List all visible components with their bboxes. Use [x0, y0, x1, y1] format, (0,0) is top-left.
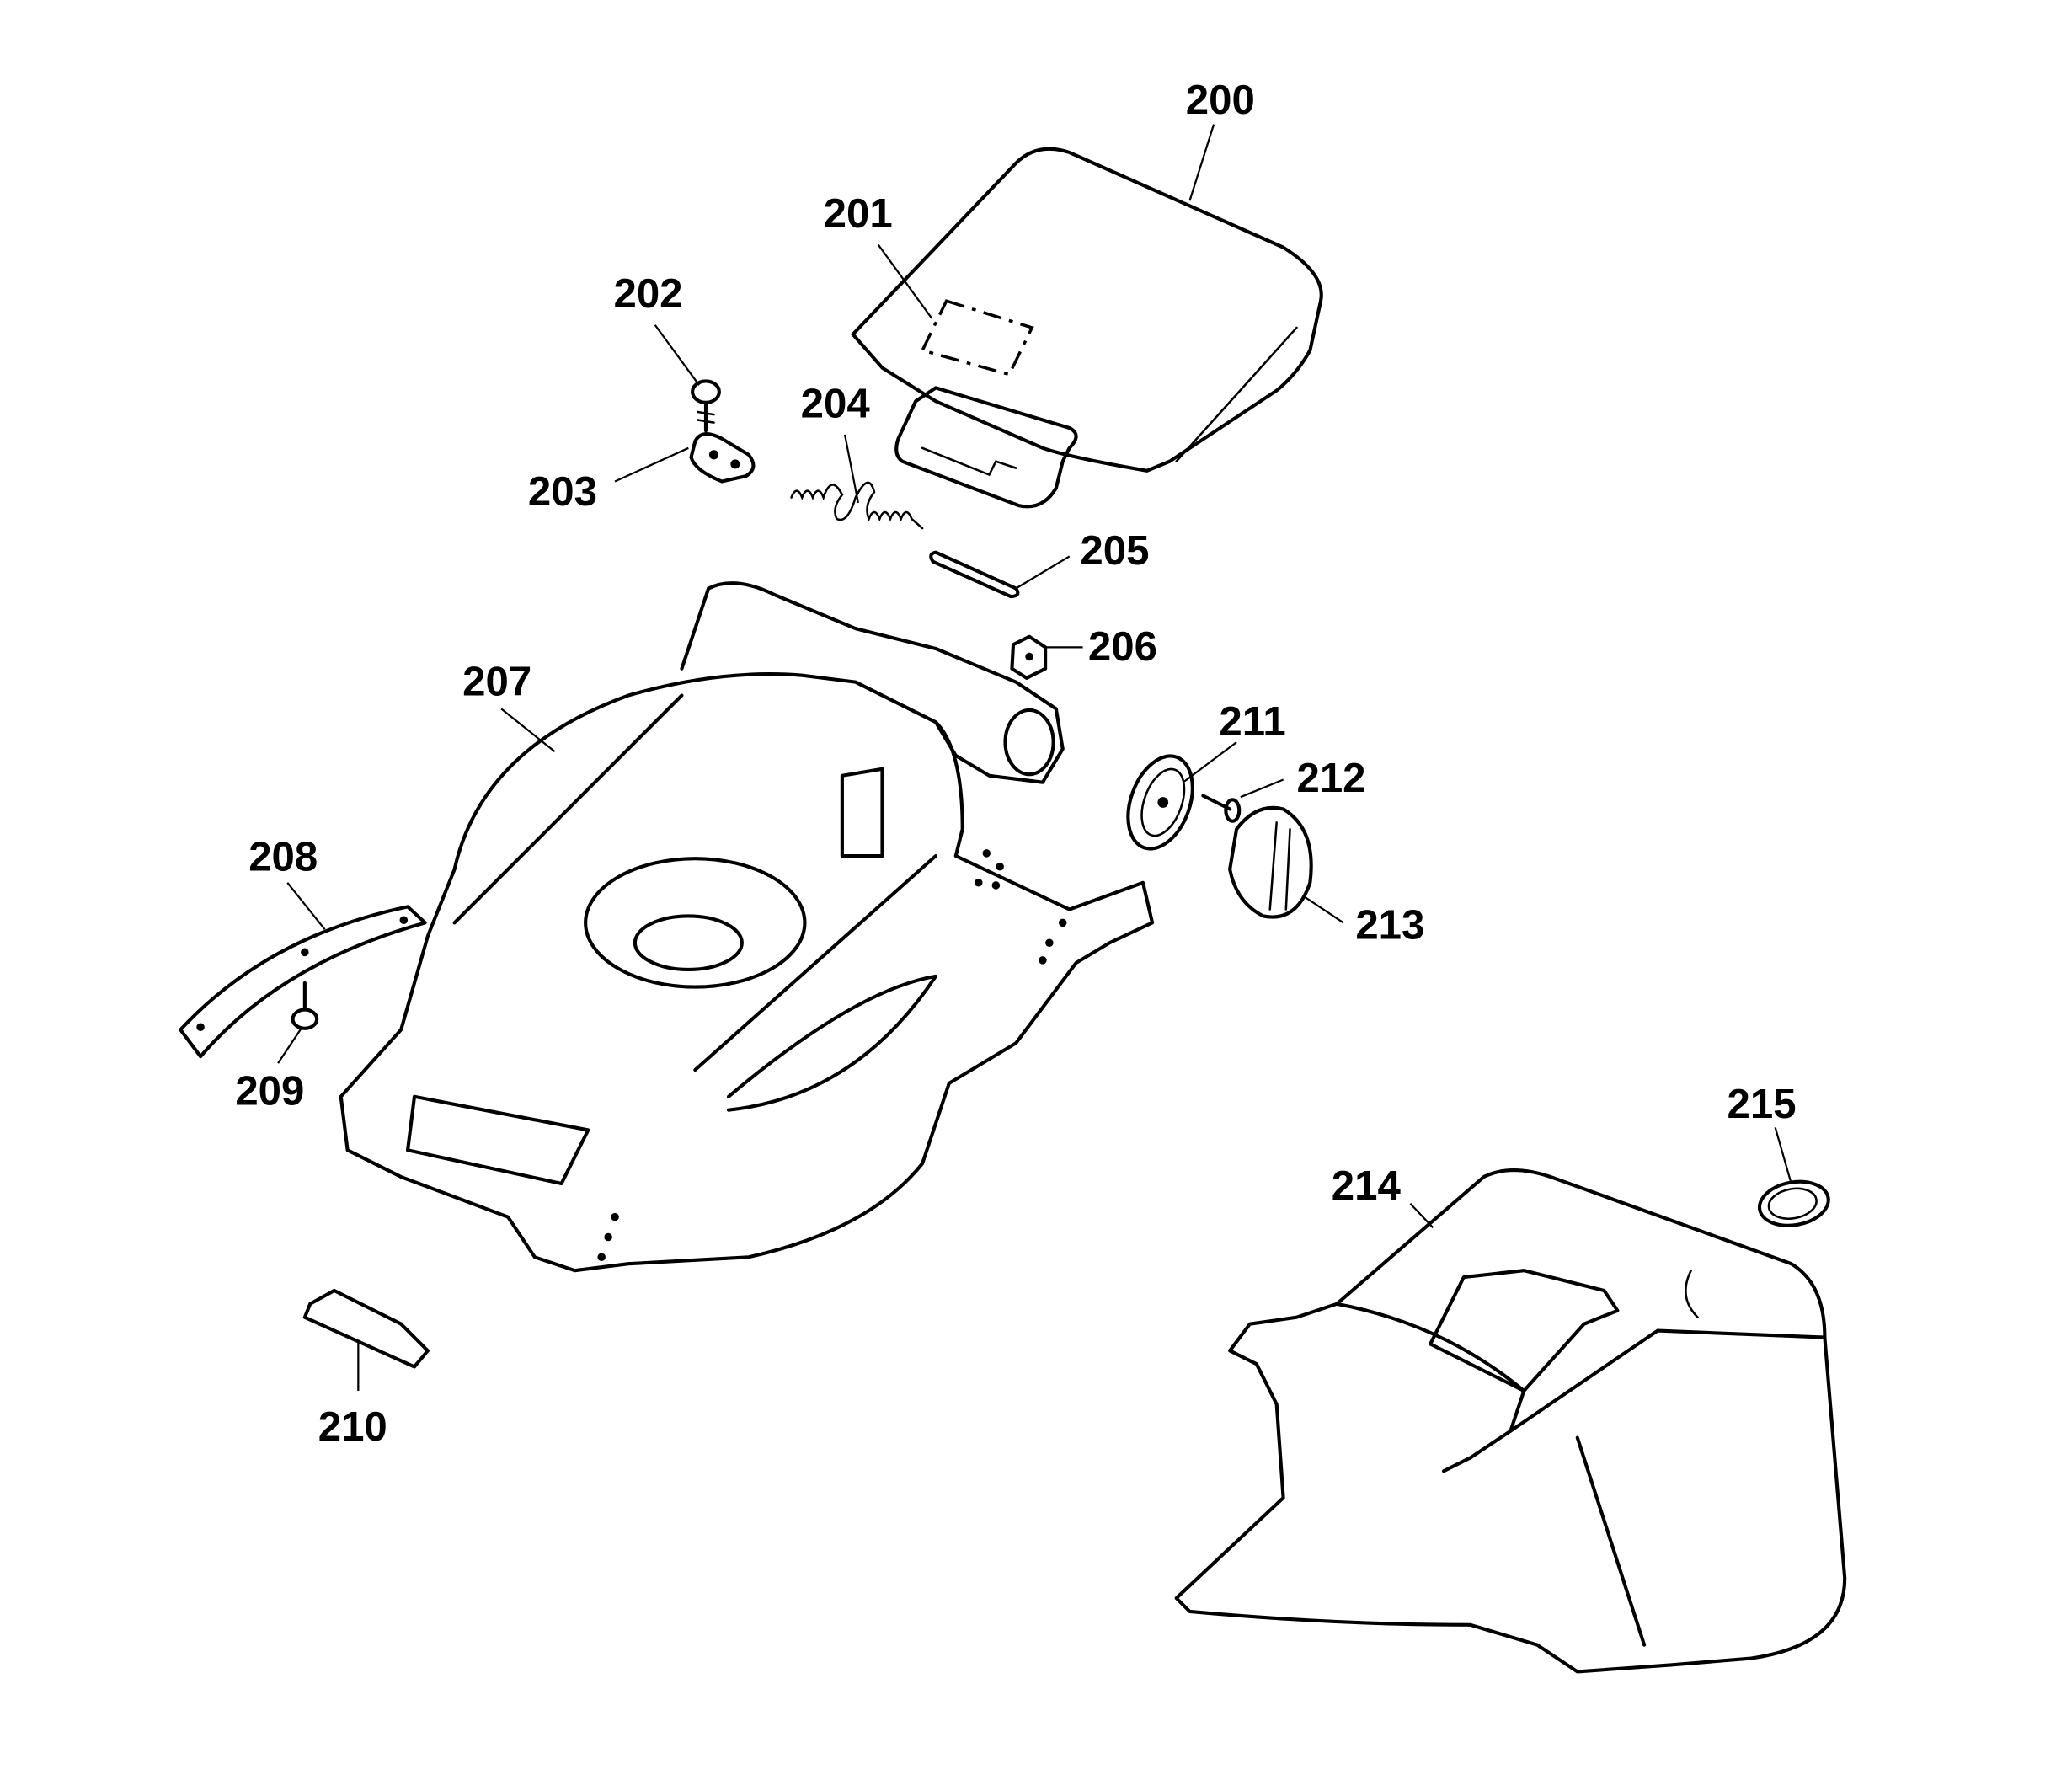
- callout-200: 200: [1186, 77, 1255, 123]
- callout-212: 212: [1296, 755, 1365, 801]
- callout-214: 214: [1332, 1163, 1402, 1209]
- part-203-clip-plate: [689, 432, 756, 484]
- part-207-deck-housing: [339, 581, 1155, 1273]
- part-213-hub-cap: [1228, 805, 1313, 919]
- callout-213: 213: [1355, 901, 1424, 948]
- part-202-screw: [691, 379, 721, 433]
- part-208-strap: [179, 905, 427, 1059]
- callout-215: 215: [1728, 1081, 1797, 1127]
- part-215-cap: [1757, 1179, 1830, 1227]
- part-205-pin: [929, 550, 1020, 599]
- part-204-spring: [790, 481, 924, 530]
- part-206-nut: [1010, 634, 1048, 680]
- part-201-label-area: [920, 299, 1034, 377]
- callout-208: 208: [248, 833, 318, 879]
- part-210-blade: [302, 1288, 430, 1369]
- part-214-grass-box: [1174, 1168, 1847, 1674]
- callout-209: 209: [235, 1067, 304, 1114]
- part-200-lid: [851, 147, 1323, 509]
- callout-202: 202: [613, 270, 682, 317]
- callout-210: 210: [318, 1403, 387, 1450]
- leader-lines: [277, 124, 1792, 1392]
- callout-205: 205: [1080, 527, 1149, 574]
- callout-204: 204: [801, 380, 871, 426]
- callout-211: 211: [1219, 698, 1285, 745]
- callout-201: 201: [824, 190, 893, 237]
- part-211-gear-wheel: [1126, 754, 1194, 851]
- part-209-screw: [291, 981, 319, 1030]
- callout-206: 206: [1088, 623, 1157, 670]
- callout-203: 203: [528, 468, 597, 515]
- callout-207: 207: [462, 659, 531, 705]
- part-212-screw: [1201, 794, 1242, 823]
